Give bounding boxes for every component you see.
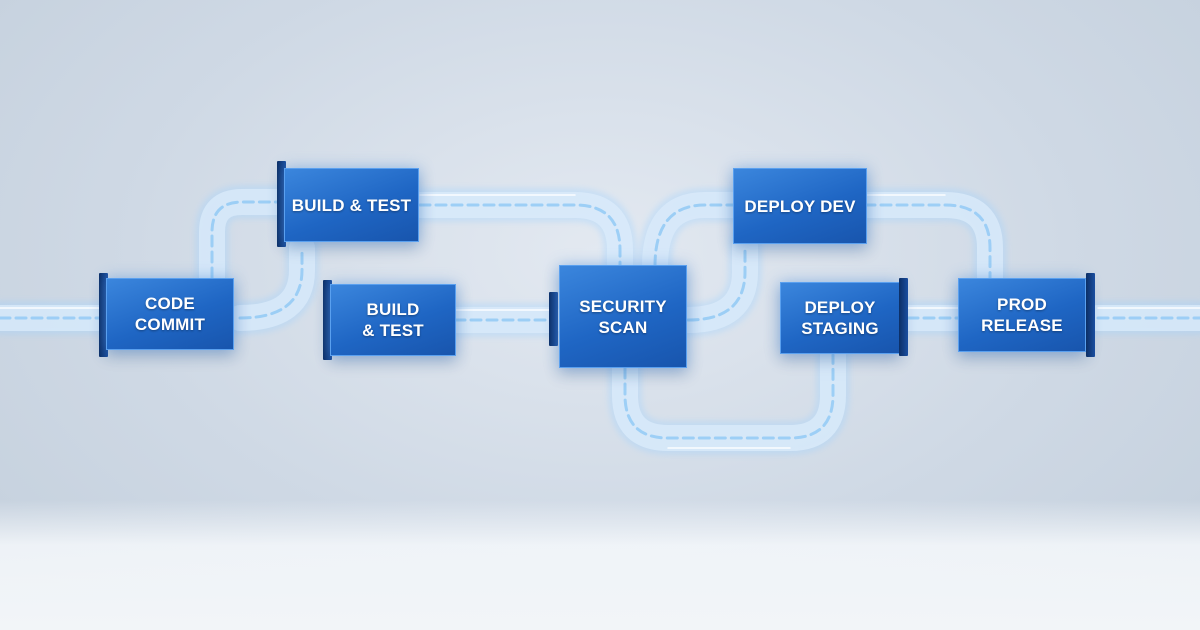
prod-release-end-cap — [1086, 273, 1095, 357]
build-test-upper-end-cap — [277, 161, 286, 247]
build-test-lower-end-cap — [323, 280, 332, 360]
stage-build-test-lower[interactable]: BUILD & TEST — [330, 284, 456, 356]
stage-deploy-dev[interactable]: DEPLOY DEV — [733, 168, 867, 244]
security-scan-end-cap — [549, 292, 558, 346]
stage-label: PROD RELEASE — [981, 295, 1063, 335]
stage-code-commit[interactable]: CODE COMMIT — [106, 278, 234, 350]
stage-label: BUILD & TEST — [291, 195, 412, 215]
stage-label: DEPLOY DEV — [744, 196, 856, 216]
stage-build-test-upper[interactable]: BUILD & TEST — [284, 168, 419, 242]
code-commit-end-cap — [99, 273, 108, 357]
stage-label: CODE COMMIT — [134, 294, 206, 334]
stage-label: SECURITY SCAN — [579, 296, 667, 337]
stage-security-scan[interactable]: SECURITY SCAN — [559, 265, 687, 368]
stage-prod-release[interactable]: PROD RELEASE — [958, 278, 1086, 352]
stage-deploy-staging[interactable]: DEPLOY STAGING — [780, 282, 900, 354]
stage-label: BUILD & TEST — [362, 300, 424, 340]
floor-reflection — [0, 500, 1200, 630]
deploy-staging-end-cap — [899, 278, 908, 356]
stage-label: DEPLOY STAGING — [801, 298, 879, 338]
